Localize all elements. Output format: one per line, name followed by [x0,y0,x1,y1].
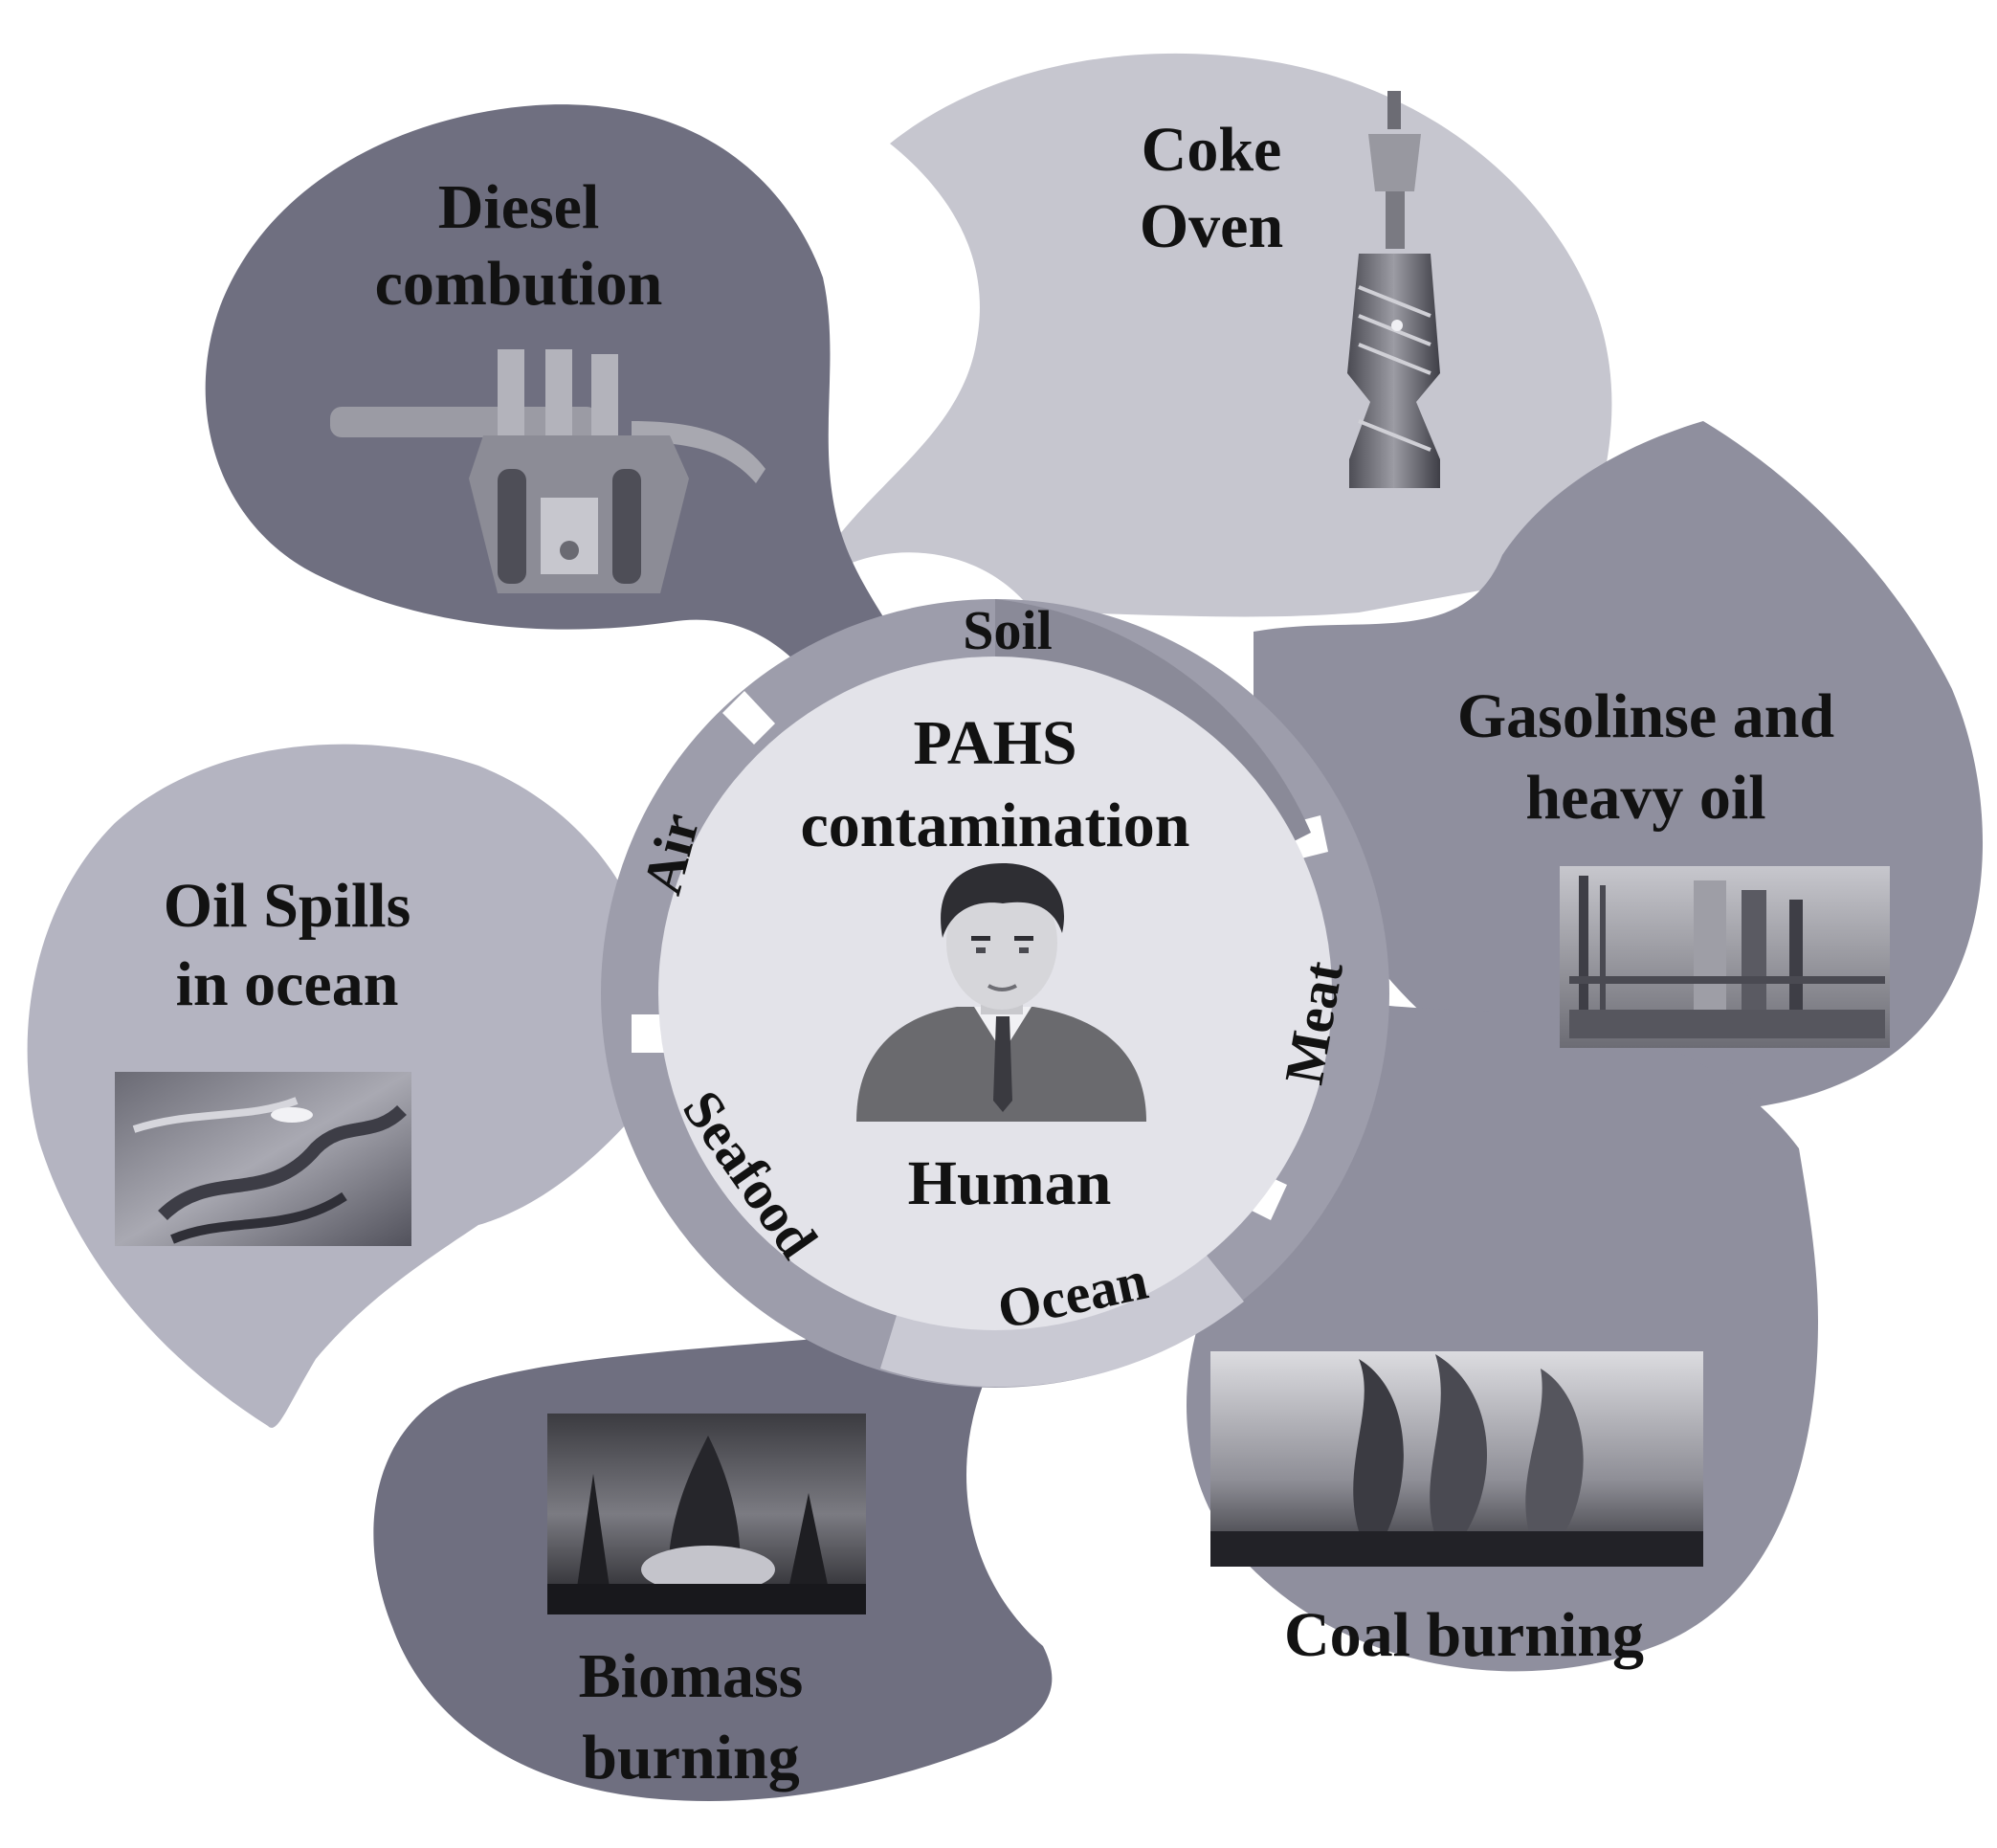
diesel-engine-icon [330,349,766,593]
diesel-label-line1: Diesel [438,172,600,242]
center-subject-label: Human [908,1148,1112,1218]
diesel-label-line2: combution [375,249,663,319]
ring-label-soil: Soil [963,599,1053,661]
biomass-label-line2: burning [582,1723,799,1792]
ring-gap [722,691,775,745]
gasoline-label-line1: Gasolinse and [1457,681,1834,751]
gasoline-label-line2: heavy oil [1525,763,1765,833]
forest-fire-photo [547,1414,866,1614]
center-title-line1: PAHS [913,708,1076,778]
coke-label-line1: Coke [1142,115,1282,185]
coke-oven-icon [1347,91,1440,488]
coal-smoke-photo [1210,1351,1703,1567]
oil-spill-label-line1: Oil Spills [164,871,411,941]
refinery-photo [1560,866,1890,1048]
coal-label: Coal burning [1284,1600,1644,1670]
coke-label-line2: Oven [1140,191,1283,261]
oil-spill-label-line2: in ocean [176,949,399,1019]
biomass-label-line1: Biomass [579,1641,804,1711]
center-title-line2: contamination [800,790,1189,860]
person-icon [856,863,1146,1122]
oil-spill-photo [115,1072,411,1246]
